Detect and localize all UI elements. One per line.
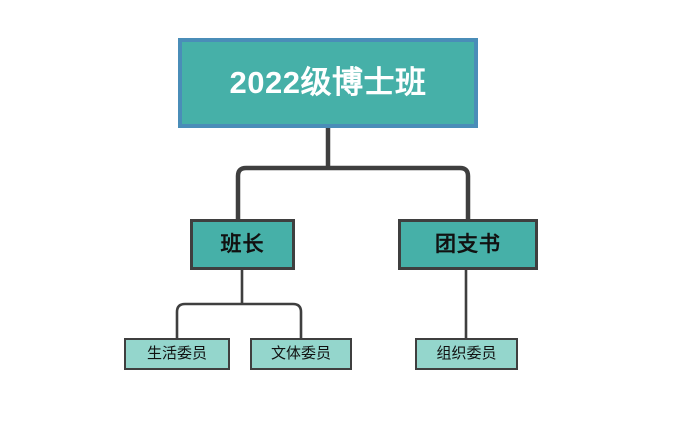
node-root-label: 2022级博士班 <box>229 64 427 100</box>
node-root-class[interactable]: 2022级博士班 <box>178 38 478 128</box>
node-zuzhi-weiyuan-label: 组织委员 <box>436 344 497 362</box>
connector-banzhang-to-wenti <box>242 302 303 338</box>
node-tuanzhishu-label: 团支书 <box>435 232 501 256</box>
node-shenghuo-weiyuan-label: 生活委员 <box>146 344 207 362</box>
node-shenghuo-weiyuan[interactable]: 生活委员 <box>124 338 230 370</box>
connector-root-to-banzhang <box>235 165 328 219</box>
node-wenti-weiyuan[interactable]: 文体委员 <box>250 338 352 370</box>
node-banzhang-label: 班长 <box>220 232 265 256</box>
node-banzhang[interactable]: 班长 <box>190 219 295 270</box>
node-tuanzhishu[interactable]: 团支书 <box>398 219 538 270</box>
connector-root-to-tuanzhishu <box>328 165 471 219</box>
node-wenti-weiyuan-label: 文体委员 <box>270 344 331 362</box>
connector-banzhang-to-shenghuo <box>175 302 242 338</box>
node-zuzhi-weiyuan[interactable]: 组织委员 <box>415 338 518 370</box>
